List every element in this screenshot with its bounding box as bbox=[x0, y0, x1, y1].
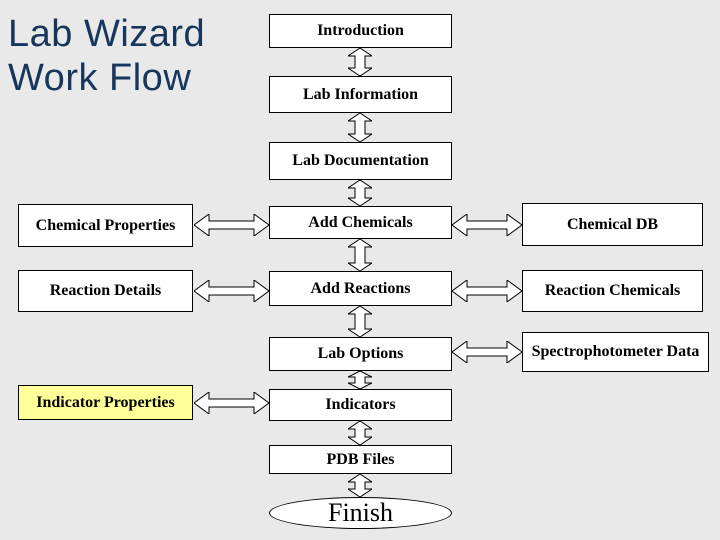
page-title: Lab Wizard Work Flow bbox=[8, 12, 205, 100]
double-arrow-indicator-properties-indicators bbox=[194, 392, 269, 414]
double-arrow-add-reactions-reaction-chemicals bbox=[452, 280, 522, 302]
node-indicator-properties: Indicator Properties bbox=[18, 385, 193, 420]
double-arrow-add-chemicals-add-reactions bbox=[348, 239, 372, 271]
node-chemical-db: Chemical DB bbox=[522, 203, 703, 246]
node-add-chemicals: Add Chemicals bbox=[269, 206, 452, 239]
node-lab-options: Lab Options bbox=[269, 337, 452, 371]
double-arrow-lab-information-lab-documentation bbox=[348, 113, 372, 142]
double-arrow-lab-options-spectrophotometer-data bbox=[452, 341, 522, 363]
double-arrow-add-reactions-lab-options bbox=[348, 306, 372, 337]
double-arrow-lab-options-indicators bbox=[348, 371, 372, 389]
node-spectrophotometer-data: Spectrophotometer Data bbox=[522, 332, 709, 372]
node-reaction-chemicals: Reaction Chemicals bbox=[522, 270, 703, 312]
double-arrow-reaction-details-add-reactions bbox=[194, 280, 269, 302]
node-pdb-files: PDB Files bbox=[269, 445, 452, 474]
node-indicators: Indicators bbox=[269, 389, 452, 421]
title-line-2: Work Flow bbox=[8, 57, 192, 99]
node-chemical-properties: Chemical Properties bbox=[18, 204, 193, 247]
double-arrow-introduction-lab-information bbox=[348, 48, 372, 76]
node-introduction: Introduction bbox=[269, 14, 452, 48]
node-reaction-details: Reaction Details bbox=[18, 270, 193, 312]
node-finish: Finish bbox=[269, 497, 452, 529]
double-arrow-pdb-files-finish bbox=[348, 474, 372, 497]
node-lab-documentation: Lab Documentation bbox=[269, 142, 452, 180]
double-arrow-add-chemicals-chemical-db bbox=[452, 214, 522, 236]
title-line-1: Lab Wizard bbox=[8, 13, 206, 55]
double-arrow-lab-documentation-add-chemicals bbox=[348, 180, 372, 206]
node-add-reactions: Add Reactions bbox=[269, 271, 452, 306]
double-arrow-indicators-pdb-files bbox=[348, 421, 372, 445]
double-arrow-chemical-properties-add-chemicals bbox=[194, 214, 269, 236]
node-lab-information: Lab Information bbox=[269, 76, 452, 113]
